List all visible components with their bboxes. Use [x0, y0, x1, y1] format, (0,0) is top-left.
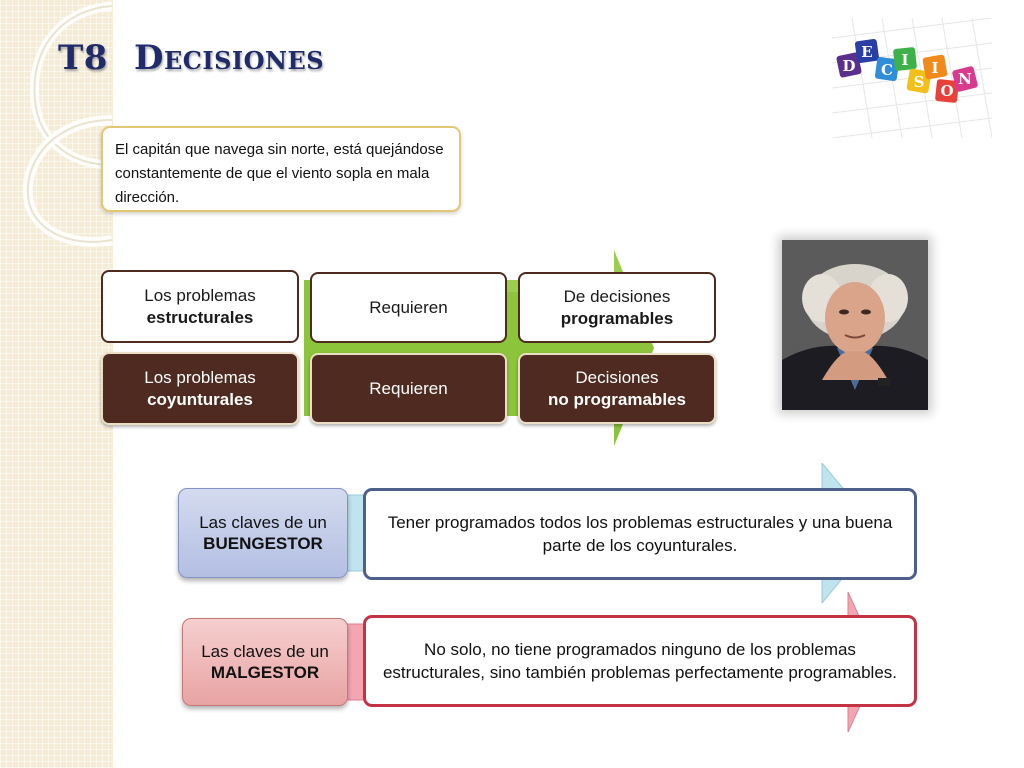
die-i: I	[893, 47, 917, 71]
die-n: N	[952, 66, 978, 92]
quote-box: El capitán que navega sin norte, está qu…	[101, 126, 461, 212]
svg-text:O: O	[940, 82, 953, 100]
svg-text:D: D	[842, 57, 855, 75]
left-texture-band	[0, 0, 113, 768]
svg-text:C: C	[881, 61, 893, 79]
good-manager-description: Tener programados todos los problemas es…	[363, 488, 917, 580]
die-c: C	[874, 56, 900, 82]
svg-text:E: E	[861, 43, 872, 61]
requires-box-1: Requieren	[310, 272, 507, 343]
requires-box-2: Requieren	[310, 353, 507, 424]
decision-dice-logo: D E C I S I O N	[832, 18, 992, 138]
die-s: S	[906, 68, 932, 94]
die-i2: I	[922, 54, 948, 80]
svg-text:I: I	[931, 59, 938, 77]
bad-manager-description: No solo, no tiene programados ninguno de…	[363, 615, 917, 707]
die-e: E	[854, 38, 880, 64]
slide-code: T8	[58, 38, 108, 78]
svg-text:S: S	[914, 73, 925, 91]
svg-text:I: I	[901, 51, 908, 69]
die-d: D	[836, 52, 862, 78]
portrait-photo	[782, 240, 928, 410]
svg-text:N: N	[958, 70, 972, 88]
slide-title-text: Decisiones	[133, 38, 325, 78]
slide-title: T8 Decisiones	[58, 38, 324, 78]
die-o: O	[935, 79, 959, 103]
decorative-swirl	[22, 1, 113, 247]
